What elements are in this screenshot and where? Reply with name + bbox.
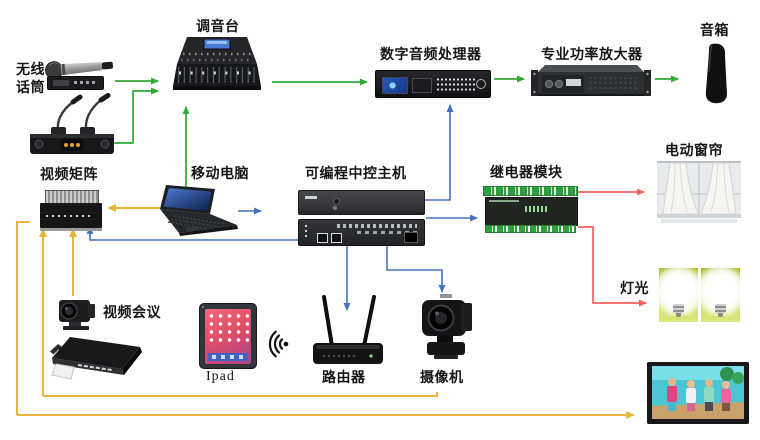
vc-codec-image [50,337,142,380]
laptop-image [160,185,238,236]
camera-device [414,294,476,368]
video-matrix-label: 视频矩阵 [40,166,98,182]
bulb-screw-base [673,304,684,313]
ipad-label: Ipad [206,369,235,384]
curtain-label: 电动窗帘 [665,142,723,158]
laptop-label: 移动电脑 [191,165,249,181]
control-host-label: 可编程中控主机 [305,165,407,181]
host-logo [305,196,317,199]
host-terminal-row [337,224,417,228]
relay-terminals-bottom [485,225,576,233]
router-label: 路由器 [322,369,366,385]
relay-module-device [483,184,578,237]
camera-image [422,294,472,359]
control-lines [86,104,478,311]
audio-processor-label: 数字音频处理器 [380,46,482,62]
amplifier-device [531,63,651,100]
wireless-mic-label: 无线话筒 [16,61,45,96]
display-image [647,362,749,424]
mixer-label: 调音台 [196,18,240,34]
bulb-tip [676,313,681,317]
amplifier-label: 专业功率放大器 [541,46,643,62]
host-power-inlet [404,232,418,243]
receiver-buttons [74,81,98,84]
handheld-mic-image [45,61,114,80]
ipad-dock [208,353,248,361]
router-image [313,295,383,364]
ipad-app-grid [207,312,249,342]
camera-label: 摄像机 [420,369,464,385]
light-bulb-2 [701,268,740,322]
ipad-camera [202,306,204,308]
host-rear-leds [305,225,307,239]
lights-label: 灯光 [620,280,649,296]
bulb-tip [718,313,723,317]
audio-lines [114,75,679,199]
curtain-device [655,156,743,226]
host-rj45-port2 [331,233,342,243]
speaker-device [700,42,732,106]
mic-receiver-device [47,76,104,90]
wifi-icon [260,330,292,358]
video-conference-label: 视频会议 [103,304,161,320]
display-figures [667,378,731,411]
ipad-device [199,303,257,369]
router-device [311,294,385,369]
laptop-device [158,183,240,236]
mixer-image [173,37,261,90]
matrix-base [40,228,102,231]
video-matrix-device [40,188,102,232]
bulb-globe [707,276,734,303]
dsp-screen [382,77,408,94]
light-bulb-1 [659,268,698,322]
relay-terminals-top [483,186,578,196]
wifi-icon-image [268,330,289,358]
amplifier-image [531,65,651,96]
display-device [647,362,749,424]
curtain-image [657,161,741,223]
ipad-dock-icons [212,355,244,359]
host-rj45-port [317,233,328,243]
matrix-ports [46,215,90,217]
vc-camera-image [59,300,95,330]
bulb-globe [665,276,692,303]
gooseneck-mic-image [30,93,114,154]
host-knob [333,198,340,205]
bulb-screw-base [715,304,726,313]
relay-module-label: 继电器模块 [490,164,563,180]
host-terminal-row2 [357,231,417,234]
speaker-label: 音箱 [700,22,729,38]
dsp-logo [476,79,486,89]
relay-display [525,206,547,212]
video-lines [16,204,635,419]
host-button [333,206,337,210]
power-lines [578,188,647,307]
matrix-body [40,203,102,228]
vc-camera-device [54,296,98,334]
speaker-image [705,43,727,104]
handheld-mic-device [43,52,117,84]
dsp-connector-grid [436,77,476,92]
mixer-device [173,34,261,94]
control-host-front-device [298,190,425,215]
ipad-screen [205,309,251,364]
gooseneck-mic-device [28,92,116,156]
relay-text [489,200,519,202]
dsp-port [412,78,432,93]
vc-codec-device [48,331,148,387]
audio-processor-device [375,70,491,98]
control-host-rear-device [298,219,425,246]
receiver-display [53,80,69,86]
